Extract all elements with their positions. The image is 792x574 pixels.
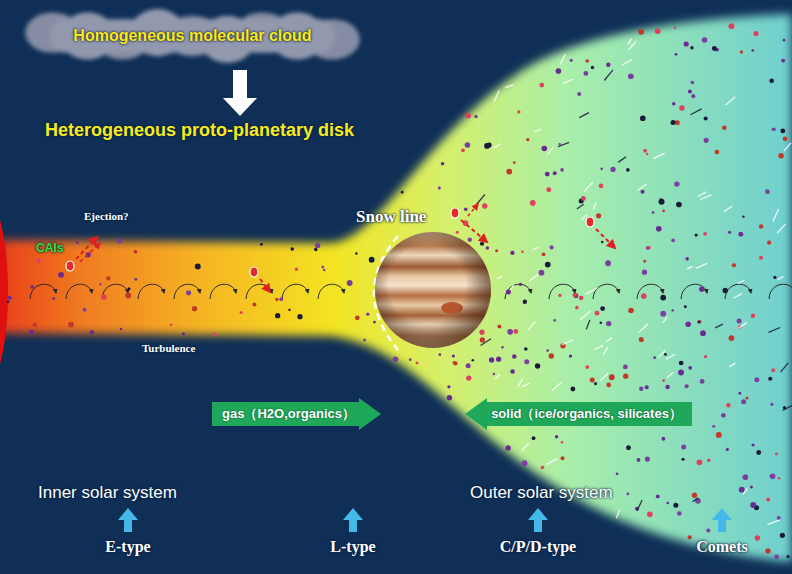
pointer-arrows <box>118 508 732 532</box>
sun-edge <box>0 192 8 392</box>
snow-line-label: Snow line <box>356 207 426 227</box>
node-text: solid（ice/organics, silicates） <box>491 405 682 423</box>
class-label: C/P/D-type <box>500 537 576 556</box>
node-text: Homogeneous molecular cloud <box>73 27 311 45</box>
jupiter-planet <box>375 232 491 348</box>
region-label: Inner solar system <box>38 483 177 503</box>
ejection-arrows <box>66 204 615 292</box>
node-text: gas（H2O,organics） <box>222 405 355 423</box>
gas-flow-arrow: gas（H2O,organics） <box>212 398 381 430</box>
class-label: Comets <box>696 537 748 556</box>
class-label: L-type <box>330 537 375 556</box>
turbulence-label: Turbulence <box>142 342 195 355</box>
disk-heading: Heterogeneous proto-planetary disk <box>45 120 354 142</box>
proto-planetary-disk <box>0 14 792 562</box>
region-label: Outer solar system <box>470 483 613 503</box>
cai-label: CAIs <box>36 241 63 255</box>
ejection-label: Ejection? <box>84 210 129 223</box>
class-label: E-type <box>105 537 150 556</box>
dust-particles <box>7 23 792 559</box>
formation-arrow <box>223 70 257 116</box>
molecular-cloud: Homogeneous molecular cloud <box>30 8 355 64</box>
solid-flow-arrow: solid（ice/organics, silicates） <box>465 398 692 430</box>
